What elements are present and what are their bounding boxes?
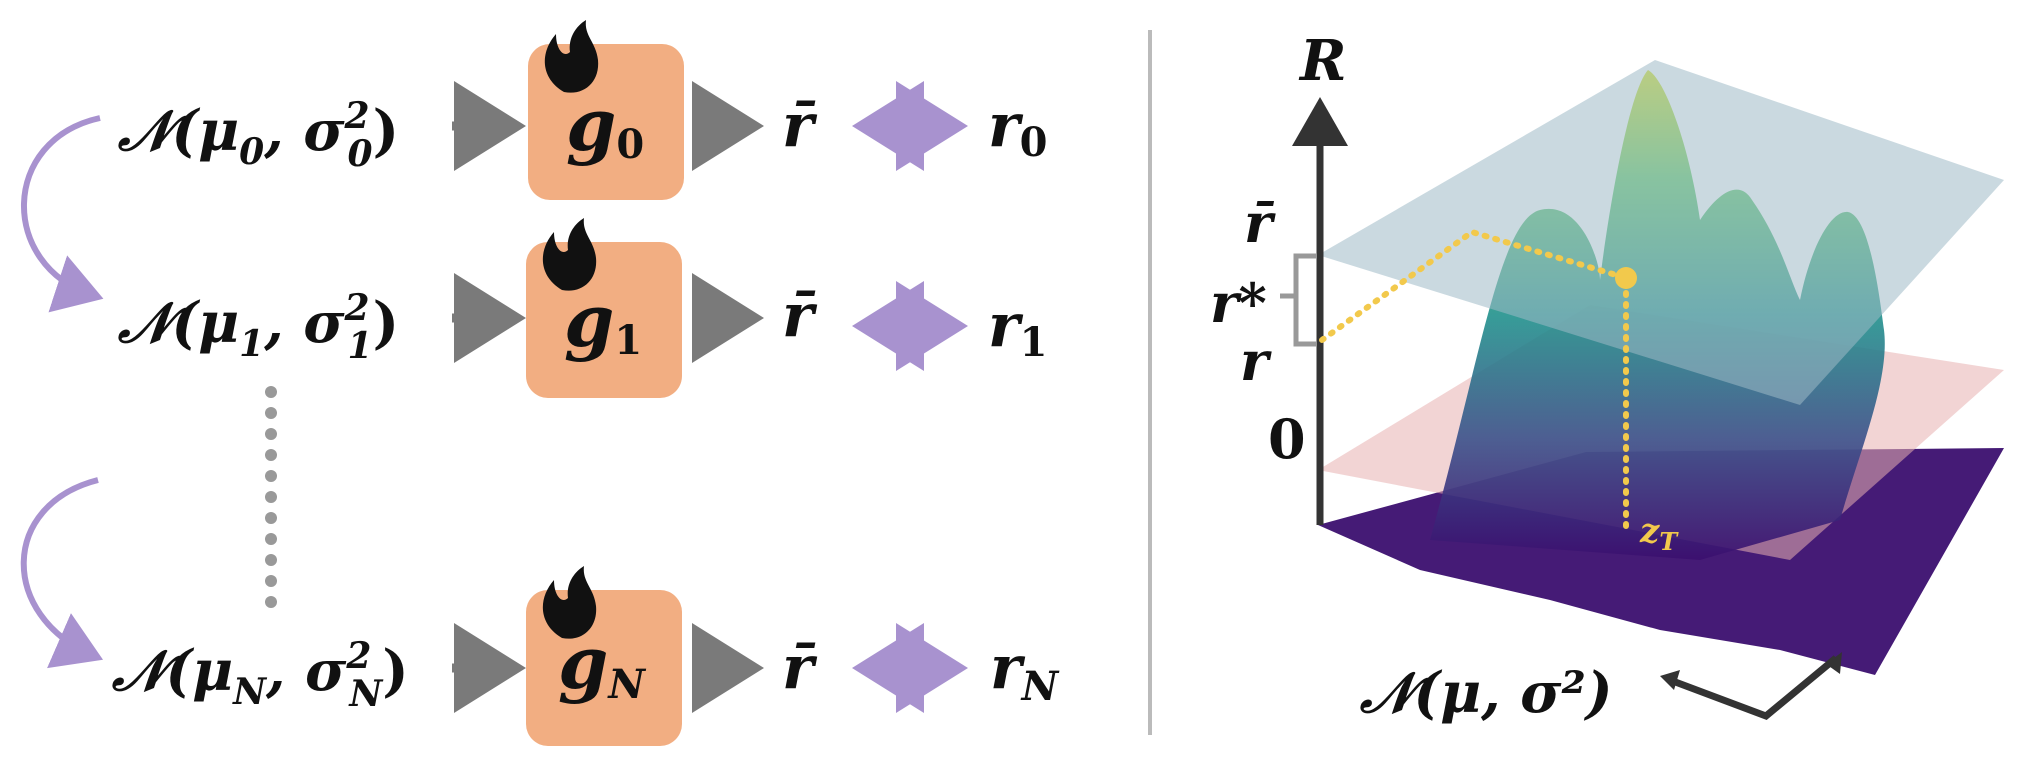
right-panel: R r̄ r* r 0 zT 𝒩(μ, σ²) <box>1210 28 2004 726</box>
rbar-0: r̄ <box>782 91 818 161</box>
base-axis-arrow-right <box>1826 652 1842 674</box>
generator-0: g0 <box>566 82 644 168</box>
reward-0: r0 <box>988 91 1047 166</box>
iteration-arrow-bottom <box>20 477 104 669</box>
generator-n: gN <box>558 620 646 708</box>
flame-icon <box>542 218 597 291</box>
zero-label: 0 <box>1268 407 1306 471</box>
flame-icon <box>542 566 597 639</box>
distribution-label: 𝒩(μ, σ²) <box>1359 660 1612 726</box>
y-axis-label: R <box>1298 28 1347 94</box>
rstar-bracket <box>1280 253 1316 347</box>
sample-path <box>1319 228 1629 343</box>
upper-plane <box>1318 60 2004 405</box>
flame-icon <box>544 20 599 93</box>
reward-1: r1 <box>988 291 1047 366</box>
reward-n: rN <box>990 633 1060 710</box>
base-axes <box>1668 655 1839 720</box>
generator-1: g1 <box>564 278 642 364</box>
r-label: r <box>1240 329 1272 393</box>
sample-label: zT <box>1639 511 1679 556</box>
base-axis-arrow-left <box>1660 670 1680 690</box>
rbar-label: r̄ <box>1244 191 1276 255</box>
sample-point <box>1615 267 1637 289</box>
iteration-arrow-top <box>21 115 104 313</box>
rbar-n: r̄ <box>782 633 818 703</box>
ellipsis-dots <box>265 386 277 608</box>
rstar-label: r* <box>1210 271 1267 335</box>
rbar-1: r̄ <box>782 281 818 351</box>
